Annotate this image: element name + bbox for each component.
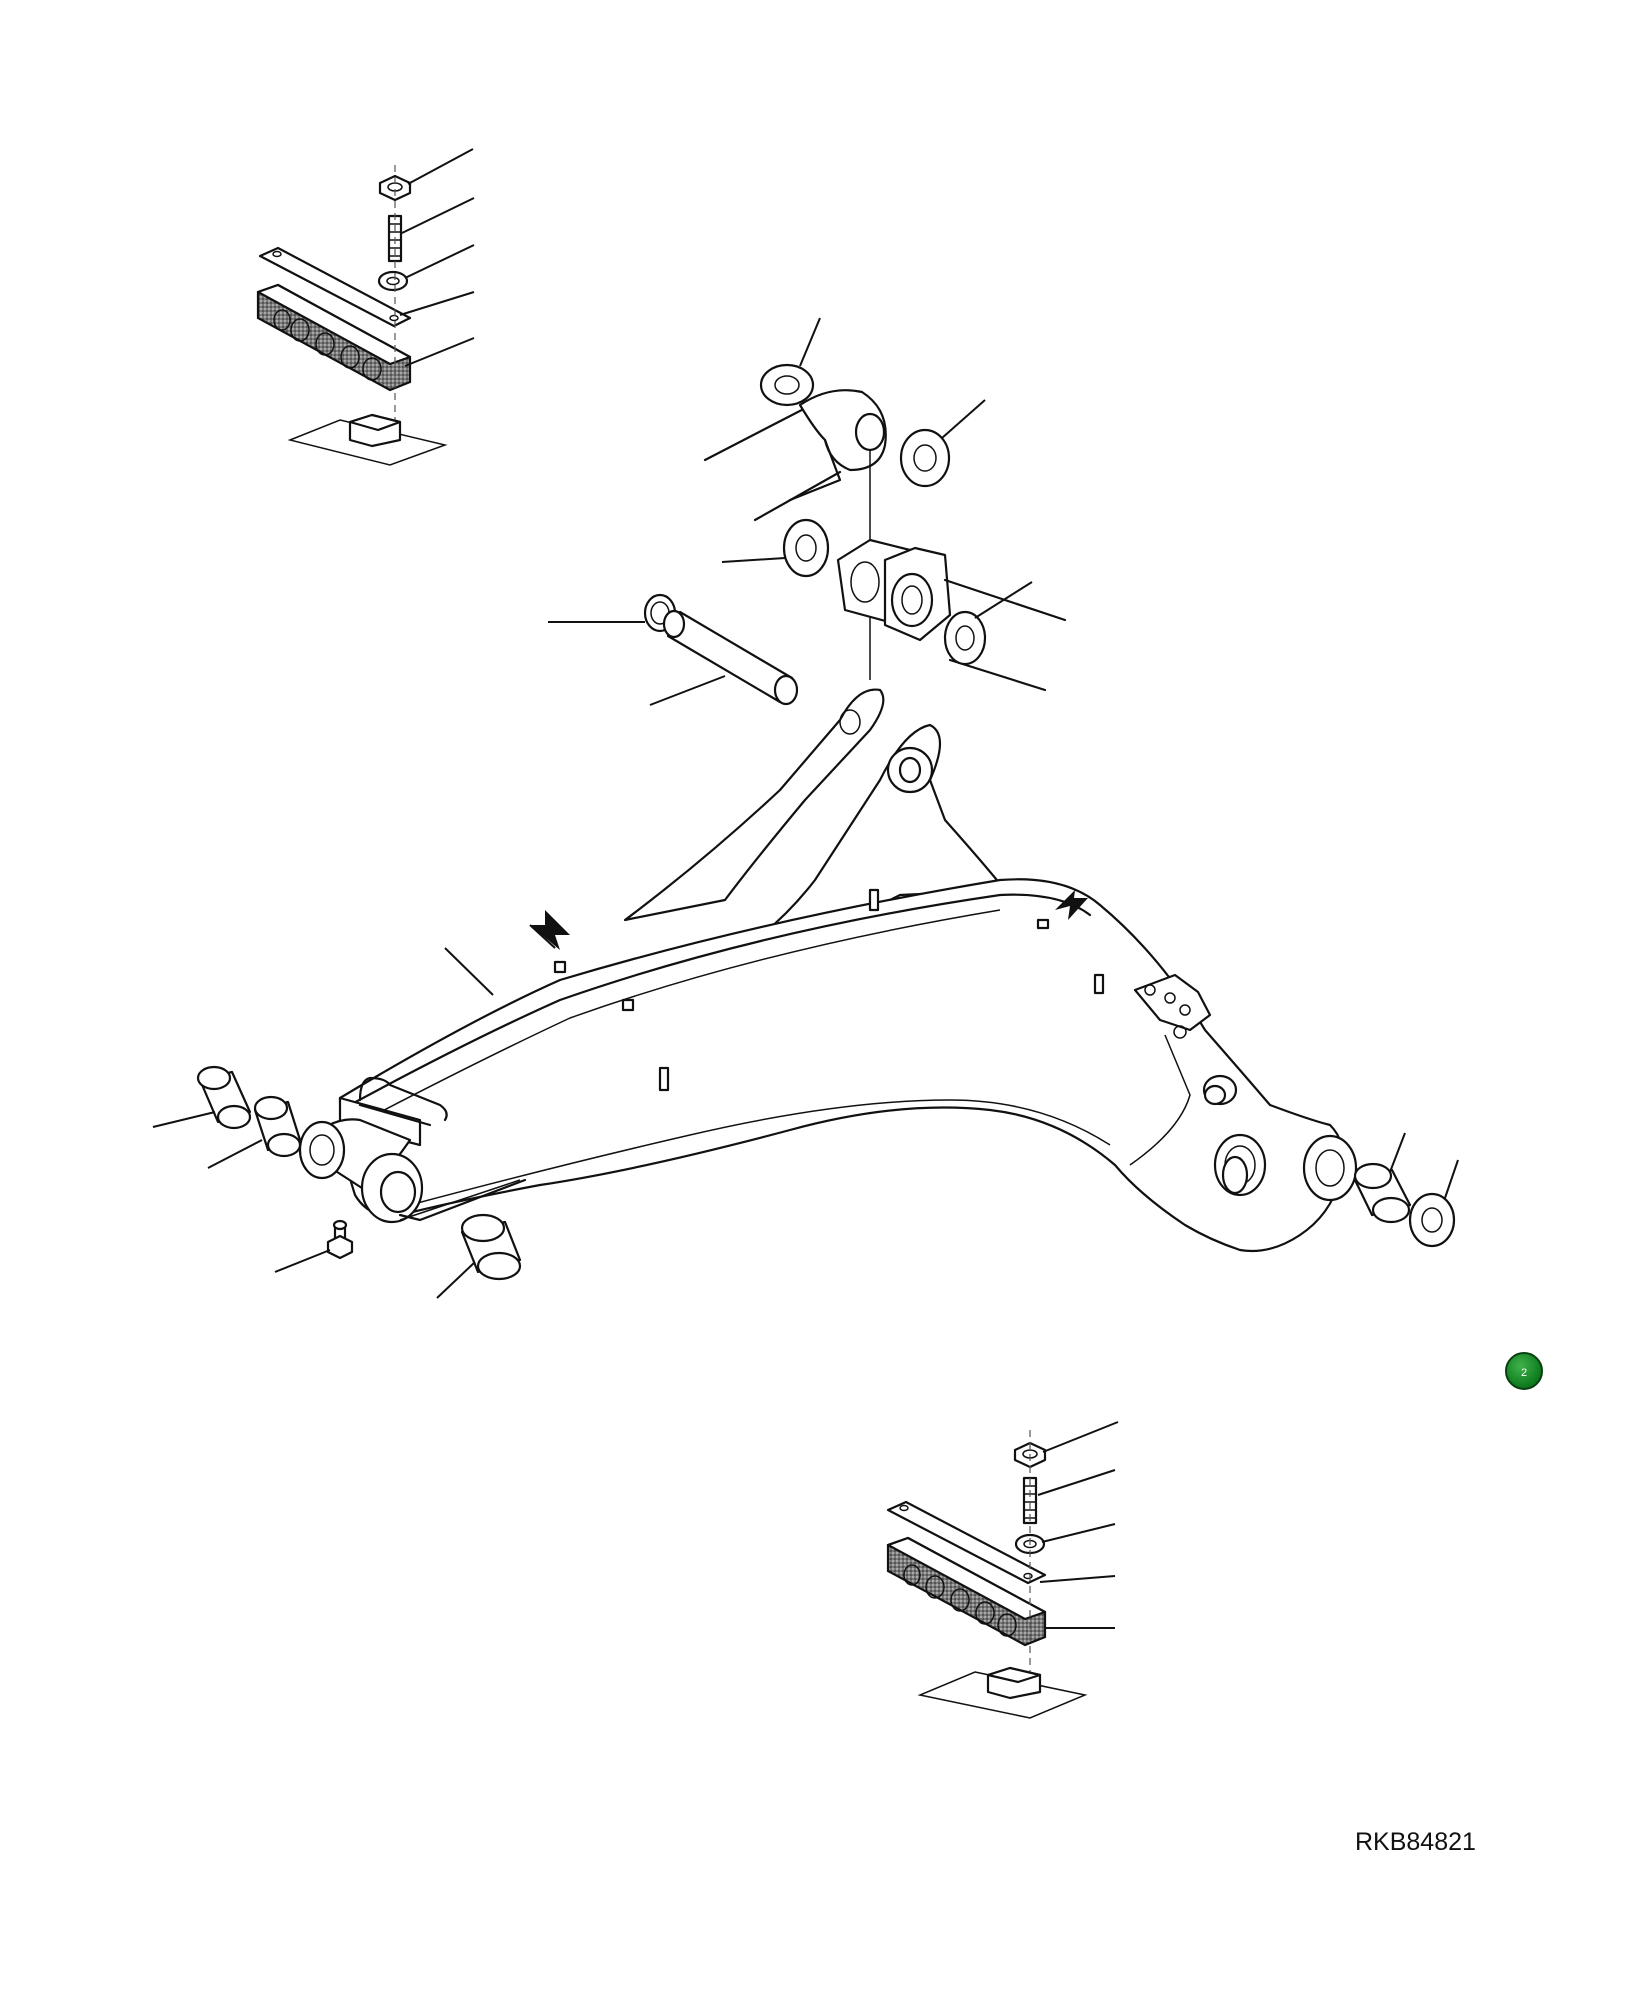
retainer-plate [886,1500,1047,1585]
wear-pad-assembly-top [256,148,475,466]
drawing-reference-code: RKB84821 [1355,1828,1476,1856]
mounting-base [917,1666,1088,1719]
pivot-pin [649,609,799,706]
boom-nose [298,1076,527,1224]
bushing-bottom [436,1213,522,1299]
retainer-plate [258,246,412,328]
shim-washer-upper-right [899,399,986,488]
wear-pad-block [886,1536,1047,1647]
shim-washer-mid-right [943,581,1033,666]
wear-pad-assembly-bottom [886,1421,1119,1719]
mounting-base [287,413,448,466]
bushing-right [1353,1132,1412,1224]
arrow-indicator-left [529,910,570,950]
arrow-indicator-right [1055,890,1088,920]
wear-pad-block [256,283,412,392]
grease-fitting [274,1219,354,1273]
cylinder-rod-end [703,389,887,680]
thrust-washer-right [1408,1159,1459,1248]
boom-body [338,688,1358,1253]
bushing-left-1 [152,1065,252,1130]
snap-ring [548,593,677,633]
bushing-left-2 [207,1095,302,1169]
boss-block [836,538,1067,692]
shim-washer-mid-left [721,518,830,578]
hex-nut [378,174,412,202]
washer [377,270,409,292]
page-number-badge[interactable]: 2 [1505,1352,1543,1390]
shim-washer-upper-left [759,317,821,407]
